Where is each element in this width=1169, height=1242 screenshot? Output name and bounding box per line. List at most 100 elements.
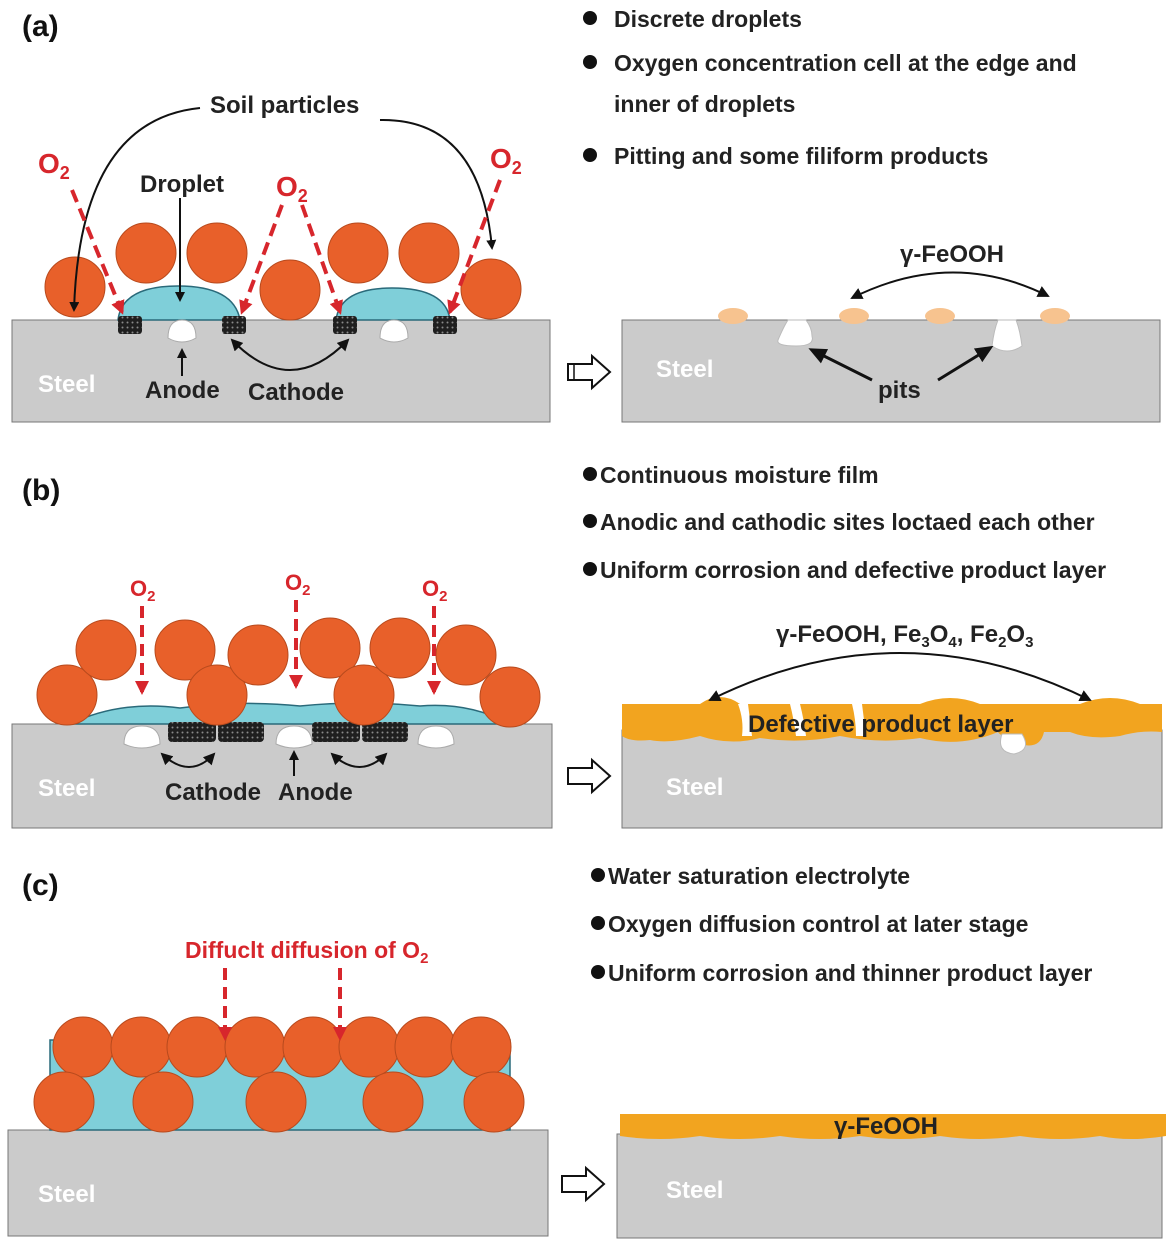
bullet-dot [591,868,605,882]
soil-particle [245,1071,307,1133]
o2-label: O2 [422,576,447,605]
cathode-site [222,316,246,334]
soil-particle [52,1016,114,1078]
panel-c: (c) Water saturation electrolyte Oxygen … [7,863,1166,1239]
product-spot [925,308,955,324]
soil-particle [398,222,460,284]
steel-label-right: Steel [656,356,713,383]
cathode-arrow [330,752,388,768]
soil-particle [259,259,321,321]
o2-label: O2 [285,570,310,599]
soil-particles [33,1016,525,1133]
bullet-text: Uniform corrosion and thinner product la… [608,960,1092,986]
bullet-dot [591,916,605,930]
cathode-label: Cathode [248,379,344,406]
soil-particle [479,666,541,728]
o2-label: O2 [38,148,70,183]
soil-particle [75,619,137,681]
transition-arrow-icon [567,353,612,391]
soil-particles-label: Soil particles [210,92,359,119]
diffusion-label: Diffuclt diffusion of O2 [185,937,428,967]
steel-label: Steel [38,775,95,802]
droplet [335,287,451,321]
soil-particle [224,1016,286,1078]
bullet-text: Uniform corrosion and defective product … [600,557,1106,583]
anode-pit [167,319,197,343]
droplet-label: Droplet [140,171,224,198]
cathode-site [168,722,216,742]
small-products [718,308,1070,324]
panel-a-label: (a) [22,10,59,43]
steel-block-right [621,319,1161,423]
cathode-site [362,722,408,742]
bullet-text: Continuous moisture film [600,462,879,488]
cathode-site [312,722,360,742]
cathode-site [333,316,357,334]
panel-a-bullets: Discrete droplets Oxygen concentration c… [583,6,1077,169]
anode-label: Anode [278,779,353,806]
bullet-dot [583,562,597,576]
crack [790,704,806,736]
bullet-text: Oxygen concentration cell at the edge an… [614,50,1077,76]
soil-particles [44,222,522,321]
transition-arrow-icon [561,1165,606,1203]
products-arrow [708,652,1092,701]
product-bumps [700,697,1140,704]
defective-layer-label: Defective product layer [748,711,1013,738]
bullet-dot [591,965,605,979]
pits-arrow-left [808,348,873,382]
soil-particle [450,1016,512,1078]
soil-particle [299,617,361,679]
o2-label: O2 [490,143,522,178]
anode-label: Anode [145,377,220,404]
product-label: γ-FeOOH [900,241,1004,268]
soil-particle [36,664,98,726]
soil-particle [394,1016,456,1078]
product-spot [718,308,748,324]
panel-b: (b) Continuous moisture film Anodic and … [11,462,1163,829]
cathode-site [118,316,142,334]
oxygen-arrows [218,968,347,1041]
pits-arrow-right [937,345,994,382]
bullet-text: Anodic and cathodic sites loctaed each o… [600,509,1095,535]
soil-arrow-left [69,107,201,312]
steel-block [11,319,551,423]
crack [852,704,866,736]
thin-product-layer [620,1114,1166,1139]
panel-b-bullets: Continuous moisture film Anodic and cath… [583,462,1106,583]
product-label: γ-FeOOH [834,1113,938,1140]
steel-label-right: Steel [666,1177,723,1204]
crack [738,704,752,736]
anode-pit [275,725,313,749]
soil-arrow-right [379,118,497,250]
cathode-site [218,722,264,742]
steel-block-right [616,1133,1163,1239]
bullet-text: Pitting and some filiform products [614,143,988,169]
product-arrow [850,271,1050,299]
products-label: γ-FeOOH, Fe3O4, Fe2O3 [776,621,1033,651]
bullet-dot [583,148,597,162]
steel-block-right [621,729,1163,829]
soil-particle [186,664,248,726]
product-spot [839,308,869,324]
bullet-dot [583,467,597,481]
soil-particle [369,617,431,679]
anode-pit [379,319,409,343]
cathode-label: Cathode [165,779,261,806]
steel-label-right: Steel [666,774,723,801]
soil-particle [327,222,389,284]
soil-particle [166,1016,228,1078]
oxygen-arrows [70,179,502,315]
bullet-text: Water saturation electrolyte [608,863,910,889]
soil-particle [227,624,289,686]
product-spot [1040,308,1070,324]
soil-particle [460,258,522,320]
anode-pit [123,725,161,749]
steel-label: Steel [38,371,95,398]
soil-particles [36,617,541,728]
bullet-dot [583,514,597,528]
soil-particle [115,222,177,284]
bullet-text: inner of droplets [614,91,795,117]
o2-label: O2 [130,576,155,605]
